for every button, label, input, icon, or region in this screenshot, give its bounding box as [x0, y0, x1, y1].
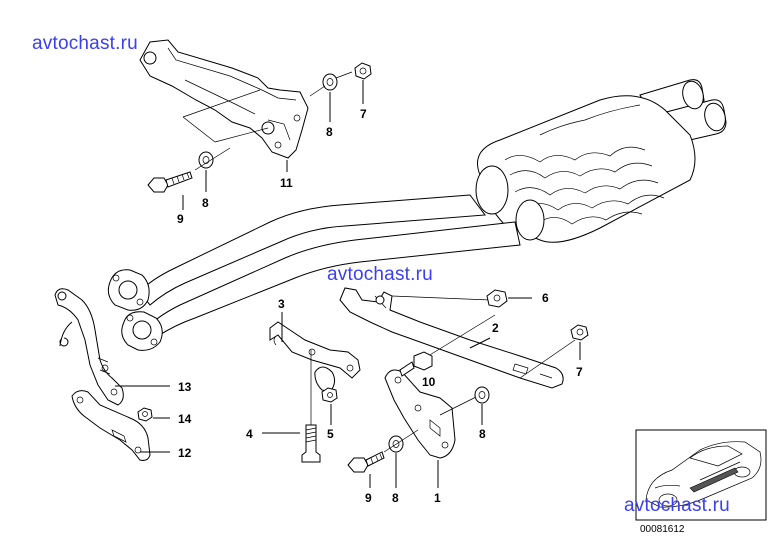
watermark-centre: avtochast.ru: [327, 264, 433, 285]
label-6: 6: [542, 291, 549, 305]
label-1: 1: [434, 491, 441, 505]
label-12: 12: [178, 446, 192, 460]
label-5: 5: [327, 427, 334, 441]
label-14: 14: [178, 412, 192, 426]
bracket-13-12: [54, 288, 153, 461]
label-8-top: 8: [326, 125, 333, 139]
top-fasteners: [147, 62, 372, 193]
label-3: 3: [278, 297, 285, 311]
leader-lines: [115, 80, 581, 488]
label-8-upper: 8: [202, 196, 209, 210]
watermark-top-left: avtochast.ru: [32, 33, 138, 54]
part-labels: 7 8 11 9 8 13 14 12 3 2 6 7 10 8 5 4 9 8…: [177, 107, 583, 505]
label-11: 11: [280, 176, 293, 190]
label-7-right: 7: [576, 365, 583, 379]
label-10: 10: [422, 375, 436, 389]
heat-shield-11: [139, 39, 309, 159]
exhaust-pipe: [107, 79, 727, 351]
label-8-right: 8: [479, 427, 486, 441]
label-9-top: 9: [177, 212, 184, 226]
label-13: 13: [178, 380, 192, 394]
hangers-1-2-3: [269, 287, 576, 459]
label-8-bottom: 8: [392, 491, 399, 505]
document-number: 00081612: [640, 524, 685, 535]
watermark-bottom-right: avtochast.ru: [624, 495, 730, 516]
label-4: 4: [246, 427, 253, 441]
label-2: 2: [492, 321, 499, 335]
car-thumbnail: [635, 429, 767, 521]
label-7-top: 7: [360, 107, 367, 121]
centre-fasteners: [301, 289, 589, 473]
label-9-bottom: 9: [365, 491, 372, 505]
